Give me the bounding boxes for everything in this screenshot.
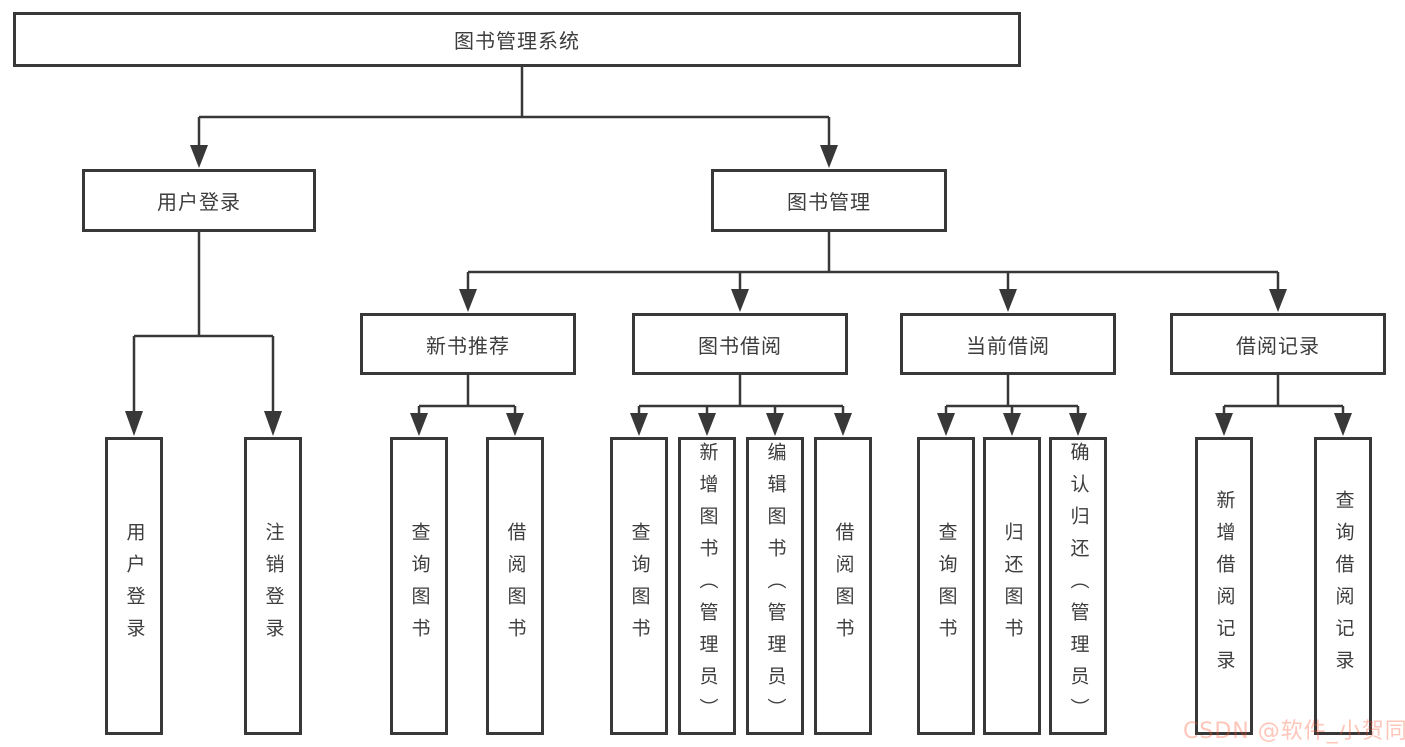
node-book-management: 图书管理 bbox=[711, 169, 947, 232]
node-user-login: 用户登录 bbox=[82, 169, 316, 232]
leaf-logout: 注销登录 bbox=[244, 437, 302, 735]
node-borrowing-records: 借阅记录 bbox=[1170, 313, 1386, 375]
arrowhead-icons bbox=[125, 145, 1352, 436]
leaf-query-borrow-record: 查询借阅记录 bbox=[1314, 437, 1372, 735]
leaf-query-books-recommend: 查询图书 bbox=[390, 437, 448, 735]
leaf-query-books-borrowing-label: 查询图书 bbox=[628, 522, 651, 650]
leaf-borrow-books-recommend-label: 借阅图书 bbox=[504, 522, 527, 650]
leaf-confirm-return-admin-label: 确认归还（管理员） bbox=[1067, 442, 1090, 730]
leaf-borrow-books-borrowing-label: 借阅图书 bbox=[832, 522, 855, 650]
leaf-borrow-books-borrowing: 借阅图书 bbox=[814, 437, 872, 735]
leaf-query-books-borrowing: 查询图书 bbox=[610, 437, 668, 735]
leaf-confirm-return-admin: 确认归还（管理员） bbox=[1049, 437, 1107, 735]
leaf-add-borrow-record: 新增借阅记录 bbox=[1195, 437, 1253, 735]
node-book-borrowing: 图书借阅 bbox=[632, 313, 848, 375]
leaf-query-books-current: 查询图书 bbox=[917, 437, 975, 735]
leaf-query-books-recommend-label: 查询图书 bbox=[408, 522, 431, 650]
leaf-user-login: 用户登录 bbox=[105, 437, 163, 735]
node-new-book-recommendation: 新书推荐 bbox=[360, 313, 576, 375]
leaf-edit-book-admin-label: 编辑图书（管理员） bbox=[764, 442, 787, 730]
leaf-return-books-label: 归还图书 bbox=[1001, 522, 1024, 650]
node-current-borrowing: 当前借阅 bbox=[900, 313, 1116, 375]
leaf-edit-book-admin: 编辑图书（管理员） bbox=[746, 437, 804, 735]
leaf-query-borrow-record-label: 查询借阅记录 bbox=[1332, 490, 1355, 682]
leaf-query-books-current-label: 查询图书 bbox=[935, 522, 958, 650]
csdn-watermark: CSDN @软件_小贺同学 bbox=[1183, 719, 1405, 744]
node-library-system: 图书管理系统 bbox=[13, 12, 1021, 67]
leaf-add-borrow-record-label: 新增借阅记录 bbox=[1213, 490, 1236, 682]
leaf-borrow-books-recommend: 借阅图书 bbox=[486, 437, 544, 735]
leaf-logout-label: 注销登录 bbox=[262, 522, 285, 650]
leaf-return-books: 归还图书 bbox=[983, 437, 1041, 735]
leaf-add-book-admin-label: 新增图书（管理员） bbox=[696, 442, 719, 730]
leaf-add-book-admin: 新增图书（管理员） bbox=[678, 437, 736, 735]
leaf-user-login-label: 用户登录 bbox=[123, 522, 146, 650]
